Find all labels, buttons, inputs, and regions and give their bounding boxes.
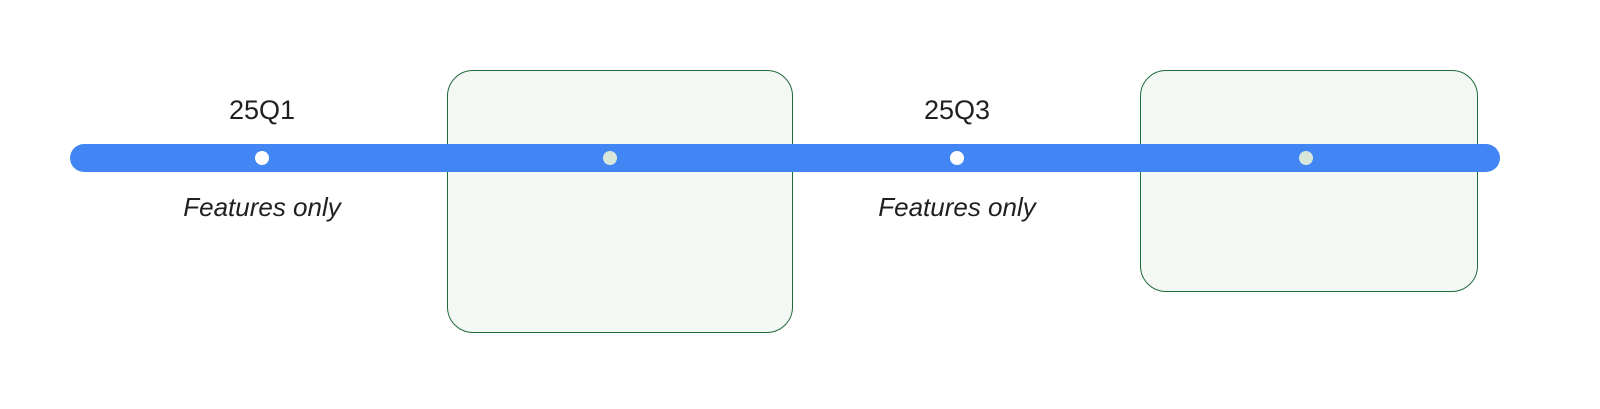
plain-dot-icon-25q1 bbox=[255, 151, 269, 165]
release-card-25q2 bbox=[447, 70, 793, 333]
release-dot-icon-25q4 bbox=[1299, 151, 1313, 165]
quarter-label-25q1: 25Q1 bbox=[228, 95, 296, 125]
features-only-note-25q3: Features only bbox=[878, 192, 1036, 222]
quarter-content-25q3: Features only bbox=[878, 188, 1036, 226]
quarter-label-25q3: 25Q3 bbox=[923, 95, 991, 125]
features-only-note-25q1: Features only bbox=[183, 192, 341, 222]
timeline-bar bbox=[70, 144, 1500, 172]
release-dot-icon-25q2 bbox=[603, 151, 617, 165]
release-card-25q4 bbox=[1140, 70, 1478, 292]
plain-dot-icon-25q3 bbox=[950, 151, 964, 165]
quarter-content-25q1: Features only bbox=[183, 188, 341, 226]
